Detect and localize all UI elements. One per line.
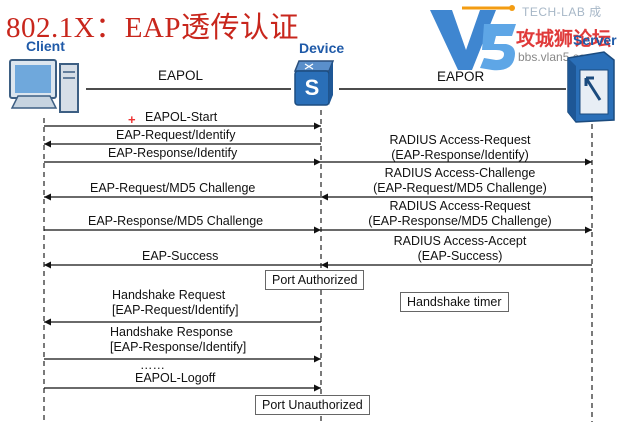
right-arrow-1-head bbox=[321, 193, 328, 201]
left-message-label: …… bbox=[140, 358, 165, 372]
server-label: Server bbox=[573, 32, 617, 48]
left-message-label: EAP-Response/Identify bbox=[108, 146, 238, 160]
port-authorized-box: Port Authorized bbox=[265, 270, 365, 290]
left-message-label: Handshake Request[EAP-Request/Identify] bbox=[112, 288, 238, 318]
message-line-1: Handshake Response bbox=[110, 325, 233, 339]
v5-logo-icon bbox=[430, 5, 516, 71]
left-arrow-3-head bbox=[44, 193, 51, 201]
computer-icon bbox=[9, 59, 79, 113]
svg-text:S: S bbox=[305, 75, 320, 100]
message-line-2: (EAP-Request/MD5 Challenge) bbox=[373, 181, 547, 195]
left-arrow-6-head bbox=[44, 318, 51, 326]
protocol-right-label: EAPOR bbox=[437, 69, 485, 84]
right-message-label: RADIUS Access-Accept(EAP-Success) bbox=[360, 234, 560, 264]
right-message-label: RADIUS Access-Request(EAP-Response/Ident… bbox=[360, 133, 560, 163]
cursor-mark: + bbox=[128, 112, 136, 127]
left-message-label: EAPOL-Start bbox=[145, 110, 218, 124]
left-message-label: EAPOL-Logoff bbox=[135, 371, 216, 385]
message-line-1: RADIUS Access-Request bbox=[389, 133, 531, 147]
message-line-2: (EAP-Success) bbox=[417, 249, 503, 263]
handshake-timer-box: Handshake timer bbox=[400, 292, 509, 312]
message-line-2: [EAP-Response/Identify] bbox=[110, 340, 247, 354]
left-message-label: EAP-Request/Identify bbox=[116, 128, 236, 142]
left-arrow-4-head bbox=[314, 226, 321, 234]
message-line-1: RADIUS Access-Accept bbox=[393, 234, 527, 248]
right-message-label: RADIUS Access-Challenge(EAP-Request/MD5 … bbox=[360, 166, 560, 196]
left-message-label: EAP-Request/MD5 Challenge bbox=[90, 181, 256, 195]
port-unauthorized-box: Port Unauthorized bbox=[255, 395, 370, 415]
page-title: 802.1X：EAP透传认证 bbox=[6, 12, 299, 44]
message-line-1: RADIUS Access-Request bbox=[389, 199, 531, 213]
message-line-2: (EAP-Response/MD5 Challenge) bbox=[368, 214, 552, 228]
server-icon bbox=[567, 51, 615, 123]
client-label: Client bbox=[26, 38, 65, 54]
message-line-1: Handshake Request bbox=[112, 288, 226, 302]
watermark-tech: TECH-LAB 成 bbox=[522, 5, 602, 19]
switch-icon: S bbox=[293, 60, 335, 106]
left-message-label: EAP-Success bbox=[142, 249, 219, 263]
right-arrow-0-head bbox=[585, 158, 592, 166]
left-arrow-2-head bbox=[314, 158, 321, 166]
device-label: Device bbox=[299, 40, 345, 56]
left-arrow-7-head bbox=[314, 355, 321, 363]
protocol-left-label: EAPOL bbox=[158, 68, 204, 83]
watermark-brand: 攻城狮论坛 bbox=[516, 29, 612, 50]
message-line-1: RADIUS Access-Challenge bbox=[384, 166, 536, 180]
left-message-label: Handshake Response[EAP-Response/Identify… bbox=[110, 325, 246, 355]
message-line-2: (EAP-Response/Identify) bbox=[391, 148, 529, 162]
right-arrow-2-head bbox=[585, 226, 592, 234]
left-message-label: EAP-Response/MD5 Challenge bbox=[88, 214, 264, 228]
left-arrow-0-head bbox=[314, 122, 321, 130]
message-line-2: [EAP-Request/Identify] bbox=[112, 303, 239, 317]
left-arrow-9-head bbox=[314, 384, 321, 392]
left-arrow-1-head bbox=[44, 140, 51, 148]
right-message-label: RADIUS Access-Request(EAP-Response/MD5 C… bbox=[360, 199, 560, 229]
left-arrow-5-head bbox=[44, 261, 51, 269]
right-arrow-3-head bbox=[321, 261, 328, 269]
